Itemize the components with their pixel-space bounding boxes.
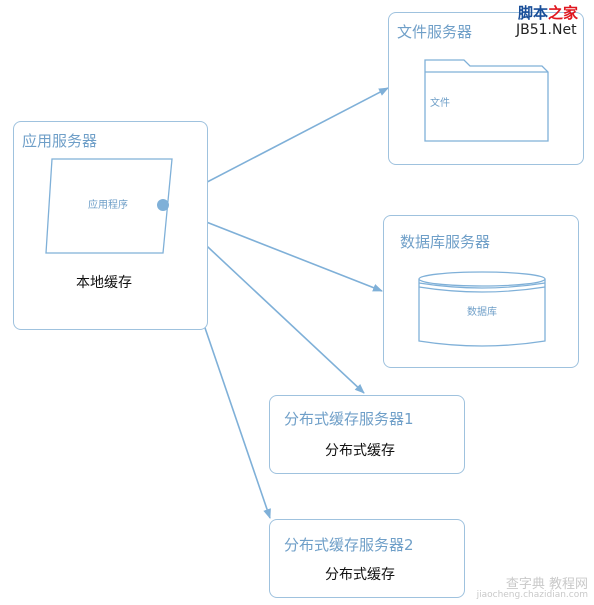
cache-server-1-box: 分布式缓存服务器1 分布式缓存 [269,395,465,474]
watermark-bottom-line1: 查字典 教程网 [505,577,588,592]
watermark-bottom: 查字典 教程网 jiaocheng.chazidian.com [462,573,594,605]
cache-server-1-content: 分布式缓存 [325,443,395,459]
cache-server-1-title: 分布式缓存服务器1 [284,410,414,428]
watermark-bottom-line2: jiaocheng.chazidian.com [476,590,588,600]
watermark-top-part1: 脚本 [518,4,549,22]
app-program-label: 应用程序 [88,198,128,211]
watermark-top-line2: JB51.Net [516,22,577,38]
local-cache-label: 本地缓存 [76,275,132,291]
cache-server-2-title: 分布式缓存服务器2 [284,536,414,554]
db-server-title: 数据库服务器 [400,233,491,251]
cache-server-2-box: 分布式缓存服务器2 分布式缓存 [269,519,465,598]
folder-label: 文件 [430,96,450,109]
watermark-top-part2: 之家 [548,4,579,22]
watermark-top-logo: 脚本之家 JB51.Net [514,2,594,42]
app-server-box: 应用服务器 应用程序 本地缓存 [13,121,208,330]
database-icon: 数据库 [418,271,546,347]
file-server-title: 文件服务器 [397,23,473,41]
database-label: 数据库 [467,305,497,318]
folder-icon: 文件 [424,59,549,142]
db-server-box: 数据库服务器 数据库 [383,215,579,368]
connection-hub-dot [157,199,169,211]
app-server-title: 应用服务器 [22,132,98,150]
cache-server-2-content: 分布式缓存 [325,567,395,583]
app-program-shape: 应用程序 [45,158,173,254]
file-server-box: 文件服务器 文件 [388,12,584,165]
